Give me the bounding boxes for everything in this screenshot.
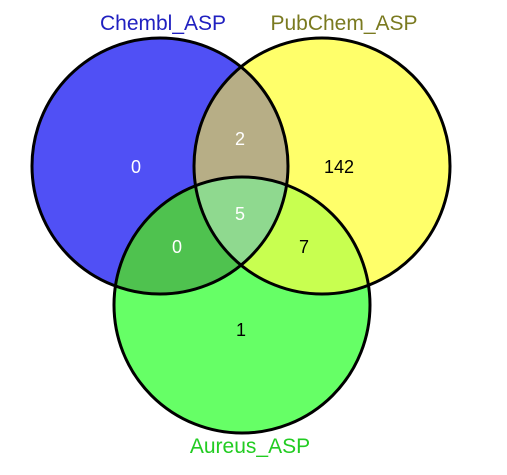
pubchem-set-label: PubChem_ASP [270,12,417,35]
pubchem-aureus-count: 7 [299,237,309,257]
aureus-set-label: Aureus_ASP [190,435,310,458]
pubchem-only-count: 142 [324,157,354,177]
aureus-only-count: 1 [236,320,246,340]
chembl-outline [30,36,290,296]
aureus-outline [112,175,372,435]
chembl-aureus-overlap [114,177,288,294]
chembl-pubchem-count: 2 [235,129,245,149]
chembl-set-label: Chembl_ASP [100,12,226,35]
chembl-aureus-count: 0 [172,237,182,257]
pubchem-aureus-overlap [194,177,370,294]
chembl-only-count: 0 [131,157,141,177]
all-three-count: 5 [235,204,245,224]
pubchem-outline [192,36,452,296]
